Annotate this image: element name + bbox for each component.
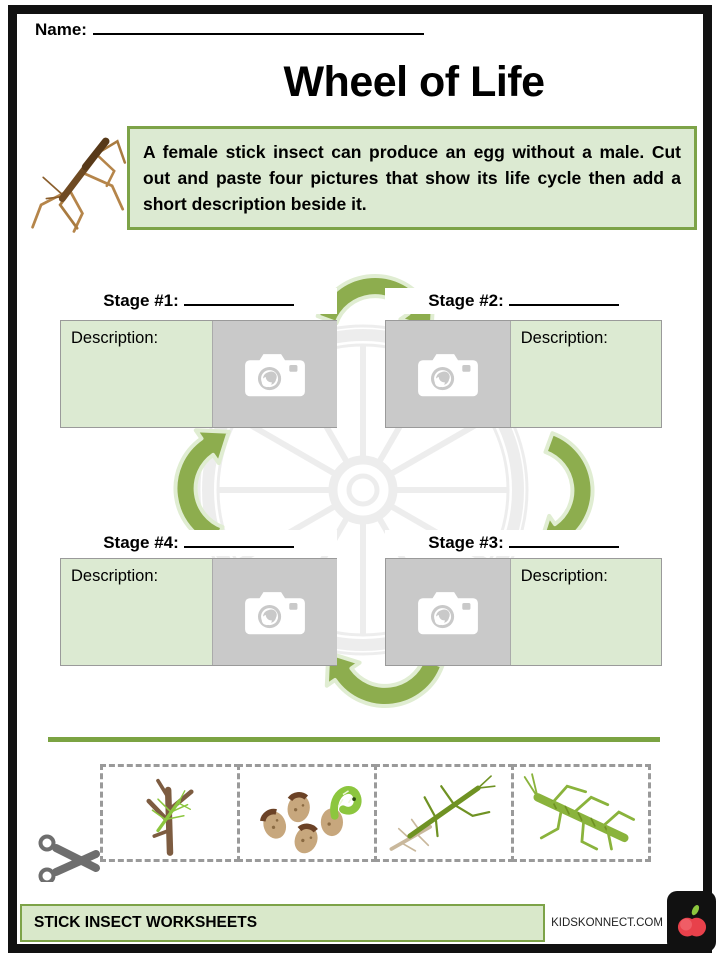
cutout-strip xyxy=(100,764,651,862)
stage-4-box: Description: xyxy=(60,558,337,666)
camera-icon xyxy=(245,591,306,634)
stage-4-photo-placeholder xyxy=(212,559,337,665)
curved-arrow-icon xyxy=(324,650,445,709)
cutout-adult-insect xyxy=(511,764,651,862)
stage-2-box: Description: xyxy=(385,320,662,428)
stage-1-description-cell: Description: xyxy=(61,321,213,427)
stage-4-description-cell: Description: xyxy=(61,559,213,665)
site-name: KIDSKONNECT.COM xyxy=(551,917,663,929)
name-row: Name: xyxy=(35,20,424,40)
stage-2-description-cell: Description: xyxy=(509,321,661,427)
stage-2-label: Stage #2: xyxy=(385,288,662,314)
camera-icon xyxy=(417,591,478,634)
name-blank-line xyxy=(92,33,424,35)
scissors-icon xyxy=(38,834,100,882)
stage-1-photo-placeholder xyxy=(212,321,337,427)
camera-icon xyxy=(245,353,306,396)
curved-arrow-icon xyxy=(173,428,231,548)
cutout-eggs-hatching xyxy=(237,764,377,862)
stage-1-blank-line xyxy=(183,304,294,306)
stage-3-description-cell: Description: xyxy=(509,559,661,665)
stage-1-box: Description: xyxy=(60,320,337,428)
footer-title-bar: STICK INSECT WORKSHEETS xyxy=(20,904,545,942)
stick-insect-photo xyxy=(22,124,128,236)
cutout-molting xyxy=(374,764,514,862)
stage-3-blank-line xyxy=(508,546,619,548)
kidskonnect-apple-logo xyxy=(667,891,716,952)
name-label: Name: xyxy=(35,20,87,39)
cutout-branch-twig xyxy=(100,764,240,862)
stage-4-label: Stage #4: xyxy=(60,530,337,556)
instruction-box: A female stick insect can produce an egg… xyxy=(127,126,697,230)
stage-2-photo-placeholder xyxy=(386,321,510,427)
page-title: Wheel of Life xyxy=(283,58,545,106)
section-divider xyxy=(48,737,660,742)
camera-icon xyxy=(417,353,478,396)
stage-2-blank-line xyxy=(508,304,619,306)
stage-3-label: Stage #3: xyxy=(385,530,662,556)
stage-1-label: Stage #1: xyxy=(60,288,337,314)
stage-3-photo-placeholder xyxy=(386,559,510,665)
instruction-text: A female stick insect can produce an egg… xyxy=(143,142,681,214)
worksheet-title: STICK INSECT WORKSHEETS xyxy=(34,914,258,931)
stage-3-box: Description: xyxy=(385,558,662,666)
stage-4-blank-line xyxy=(183,546,294,548)
